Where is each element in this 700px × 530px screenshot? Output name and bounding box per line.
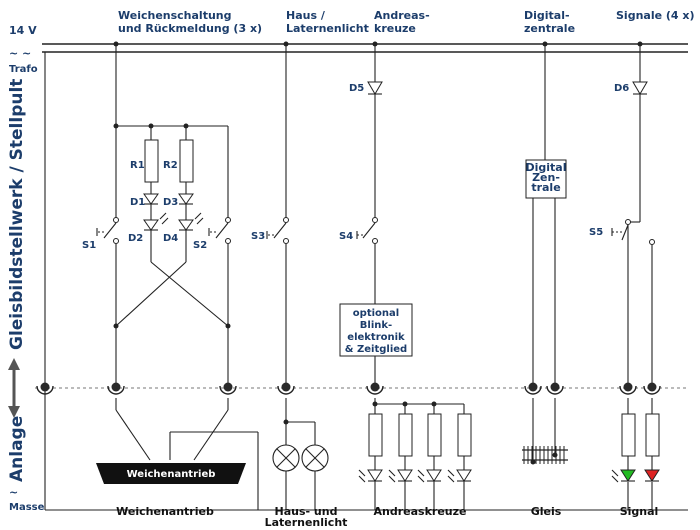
blink-line-1: optional: [353, 308, 399, 319]
digital-box-line-1: Digital: [526, 161, 567, 174]
bottom-label-signal: Signal: [620, 505, 659, 518]
digital-circuit: [525, 41, 567, 465]
signal-led-red: [644, 469, 660, 482]
terminal: [619, 382, 637, 395]
andreas-led-chain: [358, 404, 472, 510]
terminal: [366, 382, 384, 395]
bottom-label-haus-1: Haus- und: [275, 505, 338, 518]
track-symbol: [522, 446, 568, 464]
andreas-led-branch: [358, 404, 383, 510]
side-label-stellwerk: Gleisbildstellwerk / Stellpult: [7, 79, 27, 350]
label-r2: R2: [163, 160, 178, 171]
header-andreas-1: Andreas-: [374, 9, 430, 22]
blink-elektronik-box: [339, 303, 413, 357]
label-r1: R1: [130, 160, 145, 171]
updown-arrow-icon: [8, 358, 20, 418]
approx-symbol: ~ ~: [9, 47, 31, 60]
bottom-label-andreaskreuze: Andreaskreuze: [374, 505, 467, 518]
header-digital-1: Digital-: [524, 9, 570, 22]
digitalzentrale-box: [525, 159, 567, 199]
label-s3: S3: [251, 231, 265, 242]
bottom-label-gleis: Gleis: [531, 505, 562, 518]
haus-circuit: [266, 41, 329, 510]
masse-symbol: ~: [9, 486, 18, 499]
terminal: [36, 382, 54, 395]
header-digital-2: zentrale: [524, 22, 575, 35]
terminal: [107, 382, 125, 395]
andreas-led-branch: [388, 404, 413, 510]
label-s2: S2: [193, 240, 207, 251]
label-d3: D3: [163, 197, 178, 208]
bottom-label-weichenantrieb: Weichenantrieb: [116, 505, 214, 518]
voltage-label: 14 V: [9, 24, 37, 37]
label-d2: D2: [128, 233, 143, 244]
blink-line-4: & Zeitglied: [345, 344, 407, 355]
header-signale: Signale (4 x): [616, 9, 695, 22]
header-haus-2: Laternenlicht: [286, 22, 369, 35]
terminal: [277, 382, 295, 395]
side-label-anlage: Anlage: [7, 416, 27, 482]
terminal: [524, 382, 542, 395]
signal-led-green: [620, 469, 636, 482]
masse-label: Masse: [9, 502, 45, 513]
terminal: [219, 382, 237, 395]
blink-line-3: elektronik: [347, 332, 405, 343]
label-s1: S1: [82, 240, 96, 251]
andreas-circuit: [339, 41, 464, 407]
weichen-circuit: [96, 41, 259, 510]
signal-resistor-1: [621, 413, 636, 457]
label-d6: D6: [614, 83, 629, 94]
terminal: [643, 382, 661, 395]
header-haus-1: Haus /: [286, 9, 326, 22]
blink-line-2: Blink-: [360, 320, 392, 331]
resistor-r2: [179, 139, 194, 183]
trafo-label: Trafo: [9, 64, 38, 75]
weichenantrieb-motor: [96, 463, 246, 484]
terminal: [546, 382, 564, 395]
signal-led-rays: [611, 469, 619, 483]
weichenantrieb-motor-label: Weichenantrieb: [127, 469, 216, 480]
header-weichen-2: und Rückmeldung (3 x): [118, 22, 262, 35]
signal-resistor-2: [645, 413, 660, 457]
label-d1: D1: [130, 197, 145, 208]
digital-box-line-2: Zen-: [532, 171, 560, 184]
andreas-led-branch: [417, 404, 442, 510]
header-andreas-2: kreuze: [374, 22, 416, 35]
label-s5: S5: [589, 227, 603, 238]
resistor-r1: [144, 139, 159, 183]
signal-circuit: [611, 41, 660, 510]
digital-box-line-3: trale: [531, 181, 560, 194]
terminal-row: [36, 382, 661, 395]
label-s4: S4: [339, 231, 353, 242]
label-d5: D5: [349, 83, 364, 94]
andreas-led-branch: [447, 404, 472, 510]
header-weichen-1: Weichenschaltung: [118, 9, 232, 22]
bottom-label-haus-2: Laternenlicht: [265, 516, 348, 529]
label-d4: D4: [163, 233, 178, 244]
